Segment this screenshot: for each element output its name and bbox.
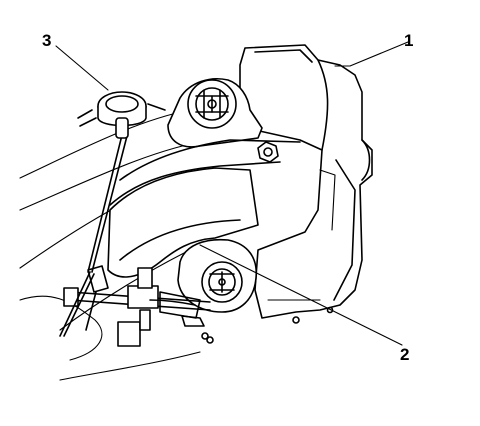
leader-line-2: [199, 244, 403, 346]
knuckle-housing: [239, 44, 373, 324]
lower-control-arm: [107, 167, 259, 278]
lower-ball-joint: [177, 238, 257, 313]
leader-line-3: [55, 45, 109, 91]
callout-2: 2: [400, 345, 409, 364]
hex-bolt: [257, 141, 279, 163]
leader-line-1: [334, 41, 409, 67]
upper-ball-joint: [187, 79, 237, 129]
dial-indicator: [59, 91, 166, 337]
callout-1: 1: [404, 31, 413, 50]
leader-lines: [55, 41, 409, 346]
callout-3: 3: [42, 31, 51, 50]
